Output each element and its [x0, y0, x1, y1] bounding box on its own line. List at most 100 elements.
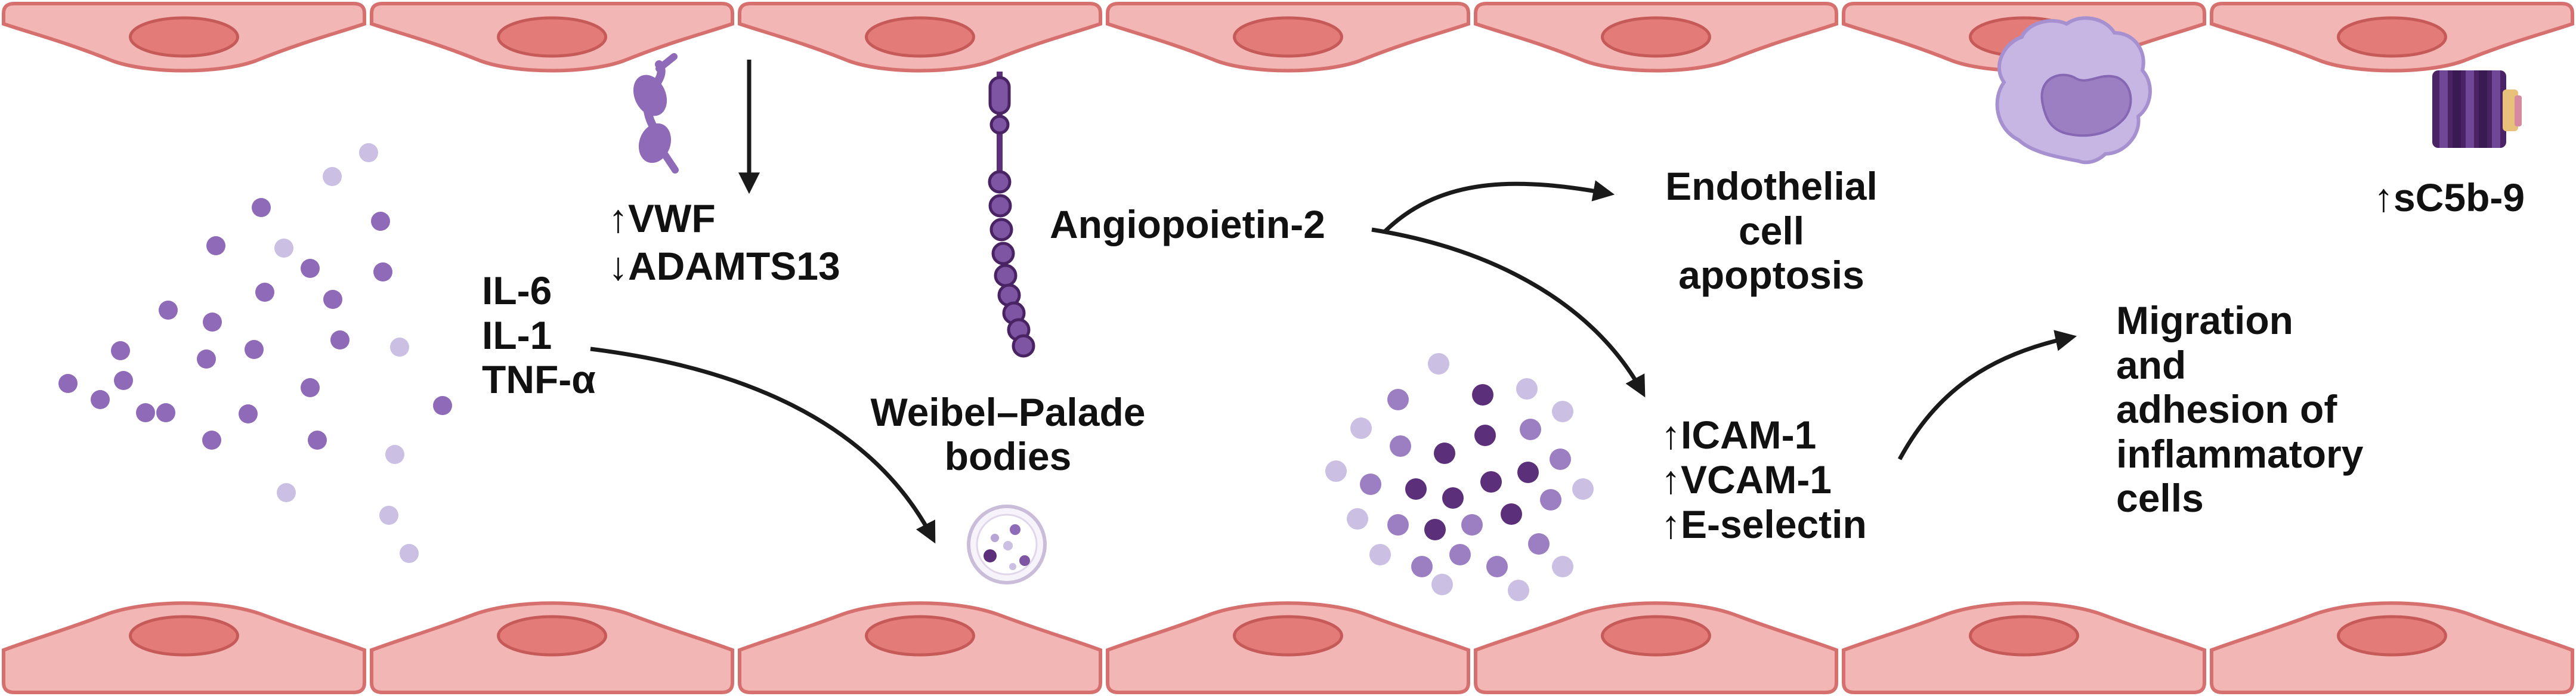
- migration-label: Migration and adhesion of inflammatory c…: [2116, 298, 2363, 521]
- complement-text: ↑sC5b-9: [2374, 175, 2525, 219]
- adhesion-molecule-particles-icon: [1325, 353, 1594, 601]
- cell-nucleus: [2337, 615, 2447, 657]
- endothelial-cell: [1474, 1, 1838, 73]
- adhesion-particle: [1387, 389, 1409, 410]
- adamts13-text: ↓ADAMTS13: [608, 244, 840, 288]
- angiopoietin-chain-icon: [988, 72, 1035, 358]
- adhesion-particle: [1387, 514, 1409, 536]
- adhesion-particle: [1501, 503, 1522, 525]
- cytokine-tnf: TNF-α: [482, 357, 596, 402]
- cell-nucleus: [1233, 615, 1343, 657]
- vwf-text: ↑VWF: [608, 196, 716, 240]
- endothelial-cell: [1842, 601, 2206, 694]
- apoptosis-line-1: Endothelial: [1665, 164, 1878, 208]
- endothelial-cell: [1106, 601, 1470, 694]
- adhesion-particle: [1369, 544, 1391, 565]
- cytokine-particle: [385, 445, 404, 464]
- cytokine-particle: [202, 431, 221, 450]
- cytokine-particle: [203, 313, 222, 332]
- adhesion-particle: [1572, 478, 1594, 500]
- adhesion-particle: [1461, 514, 1483, 536]
- adhesion-particle: [1550, 448, 1571, 470]
- cytokine-il6: IL-6: [482, 268, 552, 313]
- adhesion-particle: [1347, 508, 1368, 530]
- cell-nucleus: [497, 615, 607, 657]
- endothelial-cell: [1106, 1, 1470, 73]
- angiopoietin-bead: [988, 170, 1012, 194]
- angiopoietin-bead: [994, 264, 1018, 287]
- migration-line-2: and: [2116, 342, 2187, 387]
- cytokine-il1: IL-1: [482, 313, 552, 357]
- adhesion-particle: [1516, 378, 1538, 400]
- cytokine-particle: [58, 374, 78, 393]
- cytokine-particle: [156, 403, 175, 422]
- vcam-text: ↑VCAM-1: [1661, 457, 1832, 502]
- vwf-label: ↑VWF: [608, 196, 716, 241]
- cytokine-particle: [390, 338, 409, 357]
- cytokine-particle: [136, 403, 155, 422]
- adhesion-particle: [1325, 460, 1347, 482]
- endothelium-bottom-layer: [1, 601, 2574, 694]
- leukocyte-cell-icon: [1995, 16, 2152, 165]
- endothelial-cell: [1, 1, 366, 73]
- adhesion-particle: [1517, 462, 1539, 483]
- adhesion-particle: [1411, 556, 1433, 577]
- cytokine-particle: [359, 143, 378, 162]
- apoptosis-label: Endothelial cell apoptosis: [1634, 164, 1909, 298]
- cytokine-particle: [245, 340, 264, 359]
- cytokine-particle: [379, 506, 398, 525]
- cytokine-particle: [206, 236, 225, 255]
- cytokine-particle: [301, 378, 320, 397]
- cytokine-particle: [111, 341, 130, 360]
- membrane-attack-complex-icon: [2432, 70, 2522, 148]
- cell-nucleus: [1601, 615, 1711, 657]
- angiopoietin-bead: [991, 242, 1015, 265]
- adhesion-particle: [1424, 519, 1446, 540]
- migration-line-5: cells: [2116, 476, 2204, 521]
- weibel-palade-vesicle-icon: [967, 505, 1047, 584]
- adhesion-particle: [1486, 556, 1508, 577]
- cytokine-particle: [252, 198, 271, 217]
- endothelial-cell: [1, 601, 366, 694]
- cell-nucleus: [865, 615, 975, 657]
- cytokine-particle: [239, 404, 258, 423]
- adhesion-particle: [1434, 443, 1455, 464]
- migration-line-1: Migration: [2116, 298, 2293, 342]
- angiopoietin-bead: [989, 218, 1013, 242]
- adhesion-particle: [1442, 487, 1464, 509]
- adhesion-particle: [1390, 435, 1411, 457]
- cytokine-particle: [301, 259, 320, 278]
- cytokine-particle: [197, 349, 216, 369]
- endothelial-cell: [738, 1, 1102, 73]
- cell-nucleus: [497, 16, 607, 58]
- adhesion-particle: [1405, 478, 1427, 500]
- cytokine-particle: [255, 283, 274, 302]
- apoptosis-line-2: cell: [1738, 208, 1805, 253]
- adhesion-particle: [1520, 419, 1541, 440]
- cytokine-particle: [159, 301, 178, 320]
- cytokine-particle: [323, 167, 342, 186]
- angiopoietin-bead: [1012, 334, 1035, 358]
- migration-line-3: adhesion of: [2116, 387, 2337, 432]
- cytokine-particle: [330, 330, 350, 349]
- adhesion-molecule-labels: ↑ICAM-1 ↑VCAM-1 ↑E-selectin: [1661, 413, 1867, 547]
- cytokine-particle: [373, 262, 392, 282]
- angiopoietin-to-adhesion-arrow: [1371, 227, 1646, 398]
- cytokine-particle: [91, 390, 110, 409]
- endothelial-cell: [370, 1, 734, 73]
- cell-nucleus: [1969, 615, 2079, 657]
- endothelial-cell: [2210, 1, 2574, 73]
- angiopoietin-bead: [988, 194, 1012, 218]
- endothelial-cell: [1474, 601, 1838, 694]
- cytokine-particle: [400, 544, 419, 563]
- arrows: [590, 60, 2077, 544]
- adhesion-particle: [1350, 417, 1372, 439]
- cytokine-particle: [308, 431, 327, 450]
- cell-nucleus: [129, 16, 239, 58]
- adhesion-particle: [1480, 471, 1502, 493]
- endothelial-cell: [370, 601, 734, 694]
- adhesion-particle: [1428, 353, 1449, 375]
- endothelial-cell: [738, 601, 1102, 694]
